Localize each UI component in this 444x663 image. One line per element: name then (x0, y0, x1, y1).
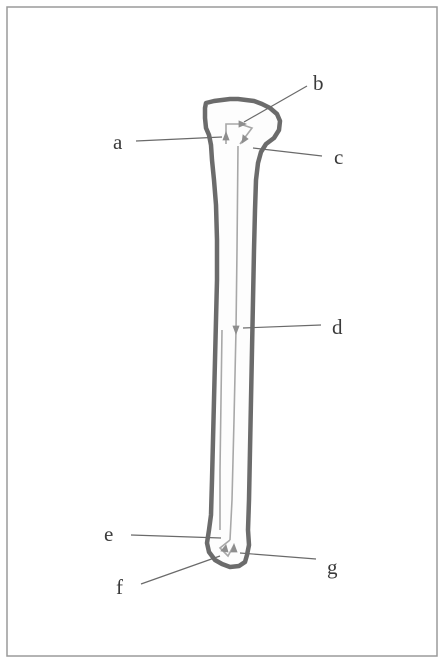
label-d: d (332, 315, 343, 339)
leader-f (141, 556, 220, 584)
label-f: f (116, 575, 123, 599)
label-b: b (313, 71, 324, 95)
label-c: c (334, 145, 343, 169)
label-e: e (104, 522, 113, 546)
trace-outline (205, 99, 280, 567)
label-a: a (113, 130, 123, 154)
leader-g (240, 553, 316, 559)
label-g: g (327, 555, 338, 579)
